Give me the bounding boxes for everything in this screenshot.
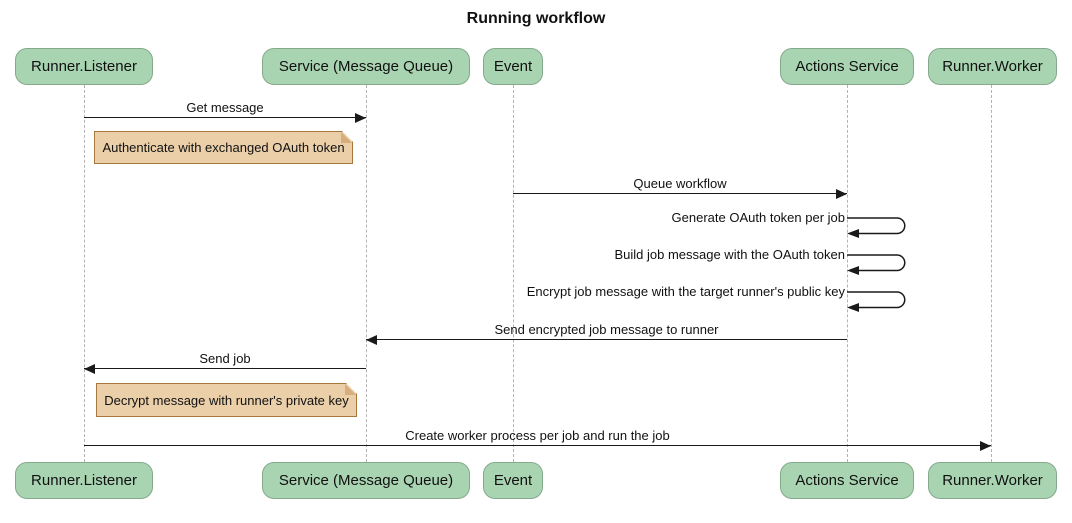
arrowhead-left-icon bbox=[366, 335, 377, 345]
arrowhead-right-icon bbox=[355, 113, 366, 123]
note-authenticate: Authenticate with exchanged OAuth token bbox=[94, 131, 353, 164]
self-loop-arrow-icon bbox=[847, 291, 906, 312]
arrowhead-right-icon bbox=[836, 189, 847, 199]
message-label-encrypt-job-message: Encrypt job message with the target runn… bbox=[526, 284, 845, 299]
message-label-get-message: Get message bbox=[186, 100, 264, 115]
message-label-create-worker-process: Create worker process per job and run th… bbox=[405, 428, 670, 443]
message-label-build-job-message: Build job message with the OAuth token bbox=[614, 247, 845, 262]
lifeline-actions-service bbox=[847, 85, 848, 462]
message-label-send-encrypted-job-message: Send encrypted job message to runner bbox=[494, 322, 719, 337]
actor-event-top: Event bbox=[483, 48, 543, 85]
note-fold-icon bbox=[341, 132, 352, 143]
message-label-queue-workflow: Queue workflow bbox=[633, 176, 727, 191]
note-text: Authenticate with exchanged OAuth token bbox=[102, 140, 345, 155]
diagram-title: Running workflow bbox=[466, 10, 606, 27]
message-line-send-job bbox=[84, 368, 366, 369]
note-decrypt: Decrypt message with runner's private ke… bbox=[96, 383, 357, 417]
message-line-send-encrypted-job-message bbox=[366, 339, 847, 340]
actor-runner-listener-top: Runner.Listener bbox=[15, 48, 153, 85]
self-loop-arrow-icon bbox=[847, 254, 906, 275]
actor-runner-listener-bottom: Runner.Listener bbox=[15, 462, 153, 499]
message-label-send-job: Send job bbox=[199, 351, 251, 366]
message-line-get-message bbox=[84, 117, 366, 118]
actor-actions-service-top: Actions Service bbox=[780, 48, 914, 85]
actor-service-message-queue-bottom: Service (Message Queue) bbox=[262, 462, 470, 499]
lifeline-runner-listener bbox=[84, 85, 85, 462]
self-loop-arrow-icon bbox=[847, 217, 906, 238]
message-line-create-worker-process bbox=[84, 445, 991, 446]
lifeline-event bbox=[513, 85, 514, 462]
note-fold-icon bbox=[345, 384, 356, 395]
actor-event-bottom: Event bbox=[483, 462, 543, 499]
actor-runner-worker-top: Runner.Worker bbox=[928, 48, 1057, 85]
lifeline-service-message-queue bbox=[366, 85, 367, 462]
message-line-queue-workflow bbox=[513, 193, 847, 194]
actor-runner-worker-bottom: Runner.Worker bbox=[928, 462, 1057, 499]
actor-service-message-queue-top: Service (Message Queue) bbox=[262, 48, 470, 85]
actor-actions-service-bottom: Actions Service bbox=[780, 462, 914, 499]
arrowhead-right-icon bbox=[980, 441, 991, 451]
arrowhead-left-icon bbox=[84, 364, 95, 374]
message-label-generate-oauth-token: Generate OAuth token per job bbox=[671, 210, 845, 225]
note-text: Decrypt message with runner's private ke… bbox=[104, 392, 349, 408]
lifeline-runner-worker bbox=[991, 85, 992, 462]
